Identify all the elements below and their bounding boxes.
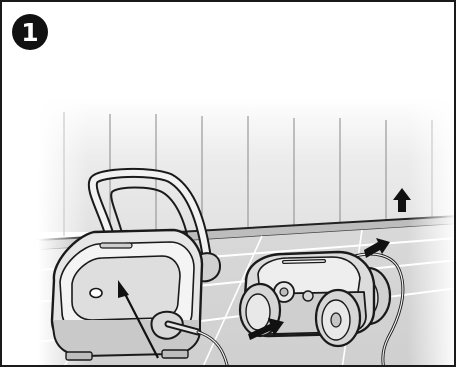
- step-number: 1: [21, 20, 38, 45]
- step-number-badge: 1: [12, 14, 48, 50]
